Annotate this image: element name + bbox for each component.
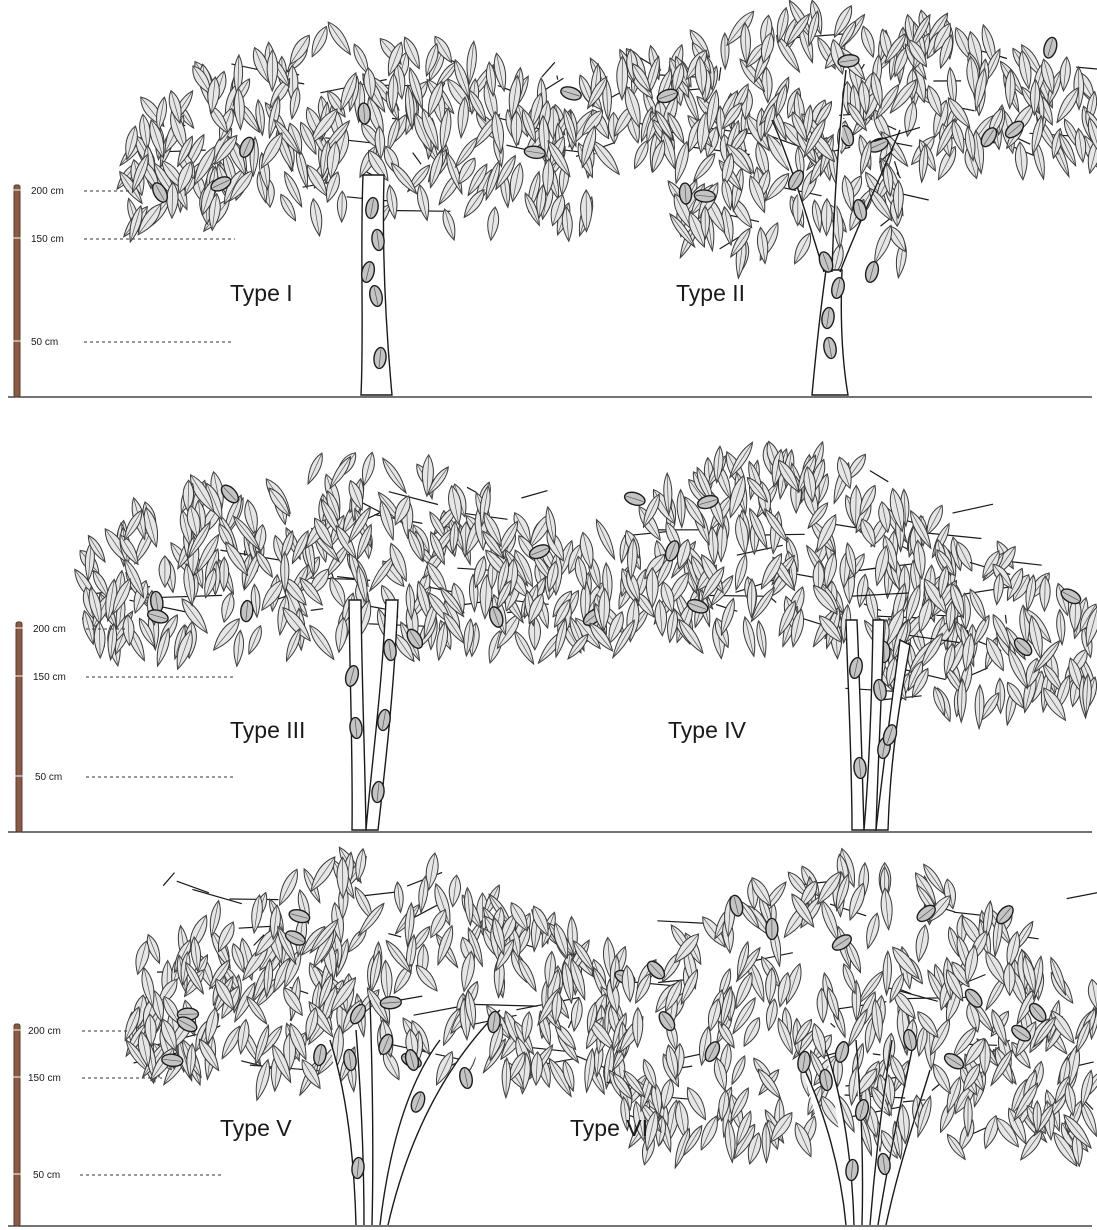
canopy	[586, 440, 993, 661]
leaf	[1056, 609, 1066, 645]
scale-pole	[14, 1024, 20, 1226]
scale-label-50: 50 cm	[35, 772, 62, 783]
cacao-pod	[962, 986, 985, 1010]
cacao-pod	[559, 84, 583, 102]
leaf	[308, 198, 325, 237]
leaf	[592, 518, 618, 561]
trunk	[349, 600, 366, 830]
cacao-pod	[877, 1153, 892, 1175]
leaf	[721, 33, 729, 69]
trunk	[846, 620, 864, 830]
trunk	[356, 1030, 364, 1225]
leaf	[630, 139, 652, 171]
leaf	[821, 199, 832, 236]
leaf	[460, 187, 488, 221]
type-label-iv: Type IV	[668, 717, 747, 743]
scale-label-200: 200 cm	[31, 186, 64, 197]
leaf	[207, 900, 223, 938]
trunk	[370, 1000, 373, 1225]
cacao-pod	[1042, 36, 1059, 59]
leaf	[415, 184, 432, 222]
panel-1: 200 cm 150 cm 50 cm Type I Type II	[8, 185, 1092, 397]
type-label-vi: Type VI	[570, 1115, 648, 1141]
leaf	[447, 874, 462, 907]
leaf	[380, 960, 393, 1002]
leaf	[307, 24, 331, 59]
leaf	[733, 514, 751, 555]
leaf	[690, 151, 718, 184]
cacao-pod	[766, 918, 778, 939]
scale-pole	[16, 622, 22, 832]
scale-label-150: 150 cm	[33, 672, 66, 683]
leaf	[677, 489, 686, 527]
scale-label-50: 50 cm	[33, 1170, 60, 1181]
scale-label-200: 200 cm	[33, 624, 66, 635]
leaf	[306, 622, 338, 662]
type-label-ii: Type II	[676, 280, 745, 306]
leaf	[755, 620, 769, 658]
cacao-pod	[623, 490, 647, 508]
canopy	[121, 845, 673, 1102]
leaf	[218, 591, 236, 623]
leaf	[337, 191, 347, 222]
leaf	[486, 206, 501, 241]
leaf	[975, 685, 985, 729]
scale-label-50: 50 cm	[31, 337, 58, 348]
leaf	[858, 25, 878, 59]
canopy	[71, 449, 609, 671]
type-label-iii: Type III	[230, 717, 305, 743]
leaf	[502, 1058, 511, 1098]
leaf	[440, 208, 459, 242]
leaf	[863, 912, 883, 950]
leaf	[232, 630, 245, 667]
scale-label-150: 150 cm	[31, 234, 64, 245]
leaf	[324, 19, 355, 57]
type-label-i: Type I	[230, 280, 293, 306]
leaf	[1086, 978, 1097, 1010]
cacao-pod	[240, 600, 254, 622]
leaf	[880, 888, 894, 931]
cacao-pod	[380, 996, 402, 1010]
leaf	[740, 616, 758, 658]
leaf	[722, 8, 758, 49]
canopy-layer	[71, 0, 1097, 1169]
leaf	[379, 456, 410, 496]
leaf	[1058, 57, 1071, 92]
leaf	[790, 231, 815, 267]
canopy	[605, 847, 1097, 1170]
scale-label-150: 150 cm	[28, 1073, 61, 1084]
scale-pole	[14, 185, 20, 397]
scale-label-200: 200 cm	[28, 1026, 61, 1037]
leaf	[632, 1008, 643, 1047]
type-label-v: Type V	[220, 1115, 292, 1141]
leaf	[306, 854, 339, 895]
leaf	[1014, 141, 1029, 180]
cacao-pod	[863, 260, 880, 283]
leaf	[393, 882, 405, 913]
leaf	[764, 998, 780, 1031]
leaf	[245, 624, 265, 656]
leaf	[913, 924, 931, 963]
leaf	[304, 451, 326, 486]
